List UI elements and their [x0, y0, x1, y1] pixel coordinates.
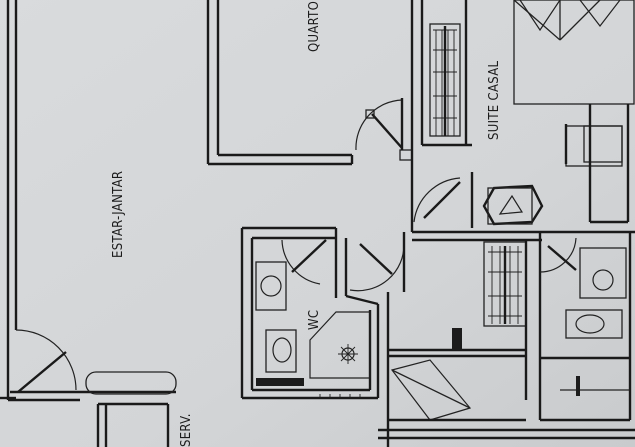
middle-wardrobe	[483, 240, 528, 400]
room-label-quarto: QUARTO	[307, 1, 322, 52]
hall-door	[345, 232, 406, 306]
suite-armchair	[482, 184, 544, 226]
quarto-door	[355, 98, 413, 161]
suite-door	[413, 172, 474, 228]
lower-middle-room	[386, 292, 526, 447]
suite-bed	[513, 0, 635, 105]
quarto-walls	[206, 0, 354, 166]
suite-right-wall	[588, 104, 630, 224]
room-label-suite: SUITE CASAL	[487, 60, 502, 140]
suite-desk	[564, 124, 623, 167]
central-walls	[410, 0, 472, 232]
estar-door	[15, 329, 77, 393]
left-outer-wall	[0, 0, 80, 402]
corridor-wall	[412, 230, 635, 242]
suite-bathroom	[538, 232, 632, 422]
wc-door	[281, 239, 327, 285]
room-label-serv: SERV.	[179, 413, 194, 447]
bottom-walls	[80, 371, 635, 447]
room-label-wc: WC	[307, 310, 322, 330]
room-label-estar: ESTAR-JANTAR	[111, 171, 126, 258]
wc-walls	[240, 226, 380, 400]
quarto-wardrobe	[429, 23, 461, 137]
wc-fixtures	[255, 261, 371, 386]
